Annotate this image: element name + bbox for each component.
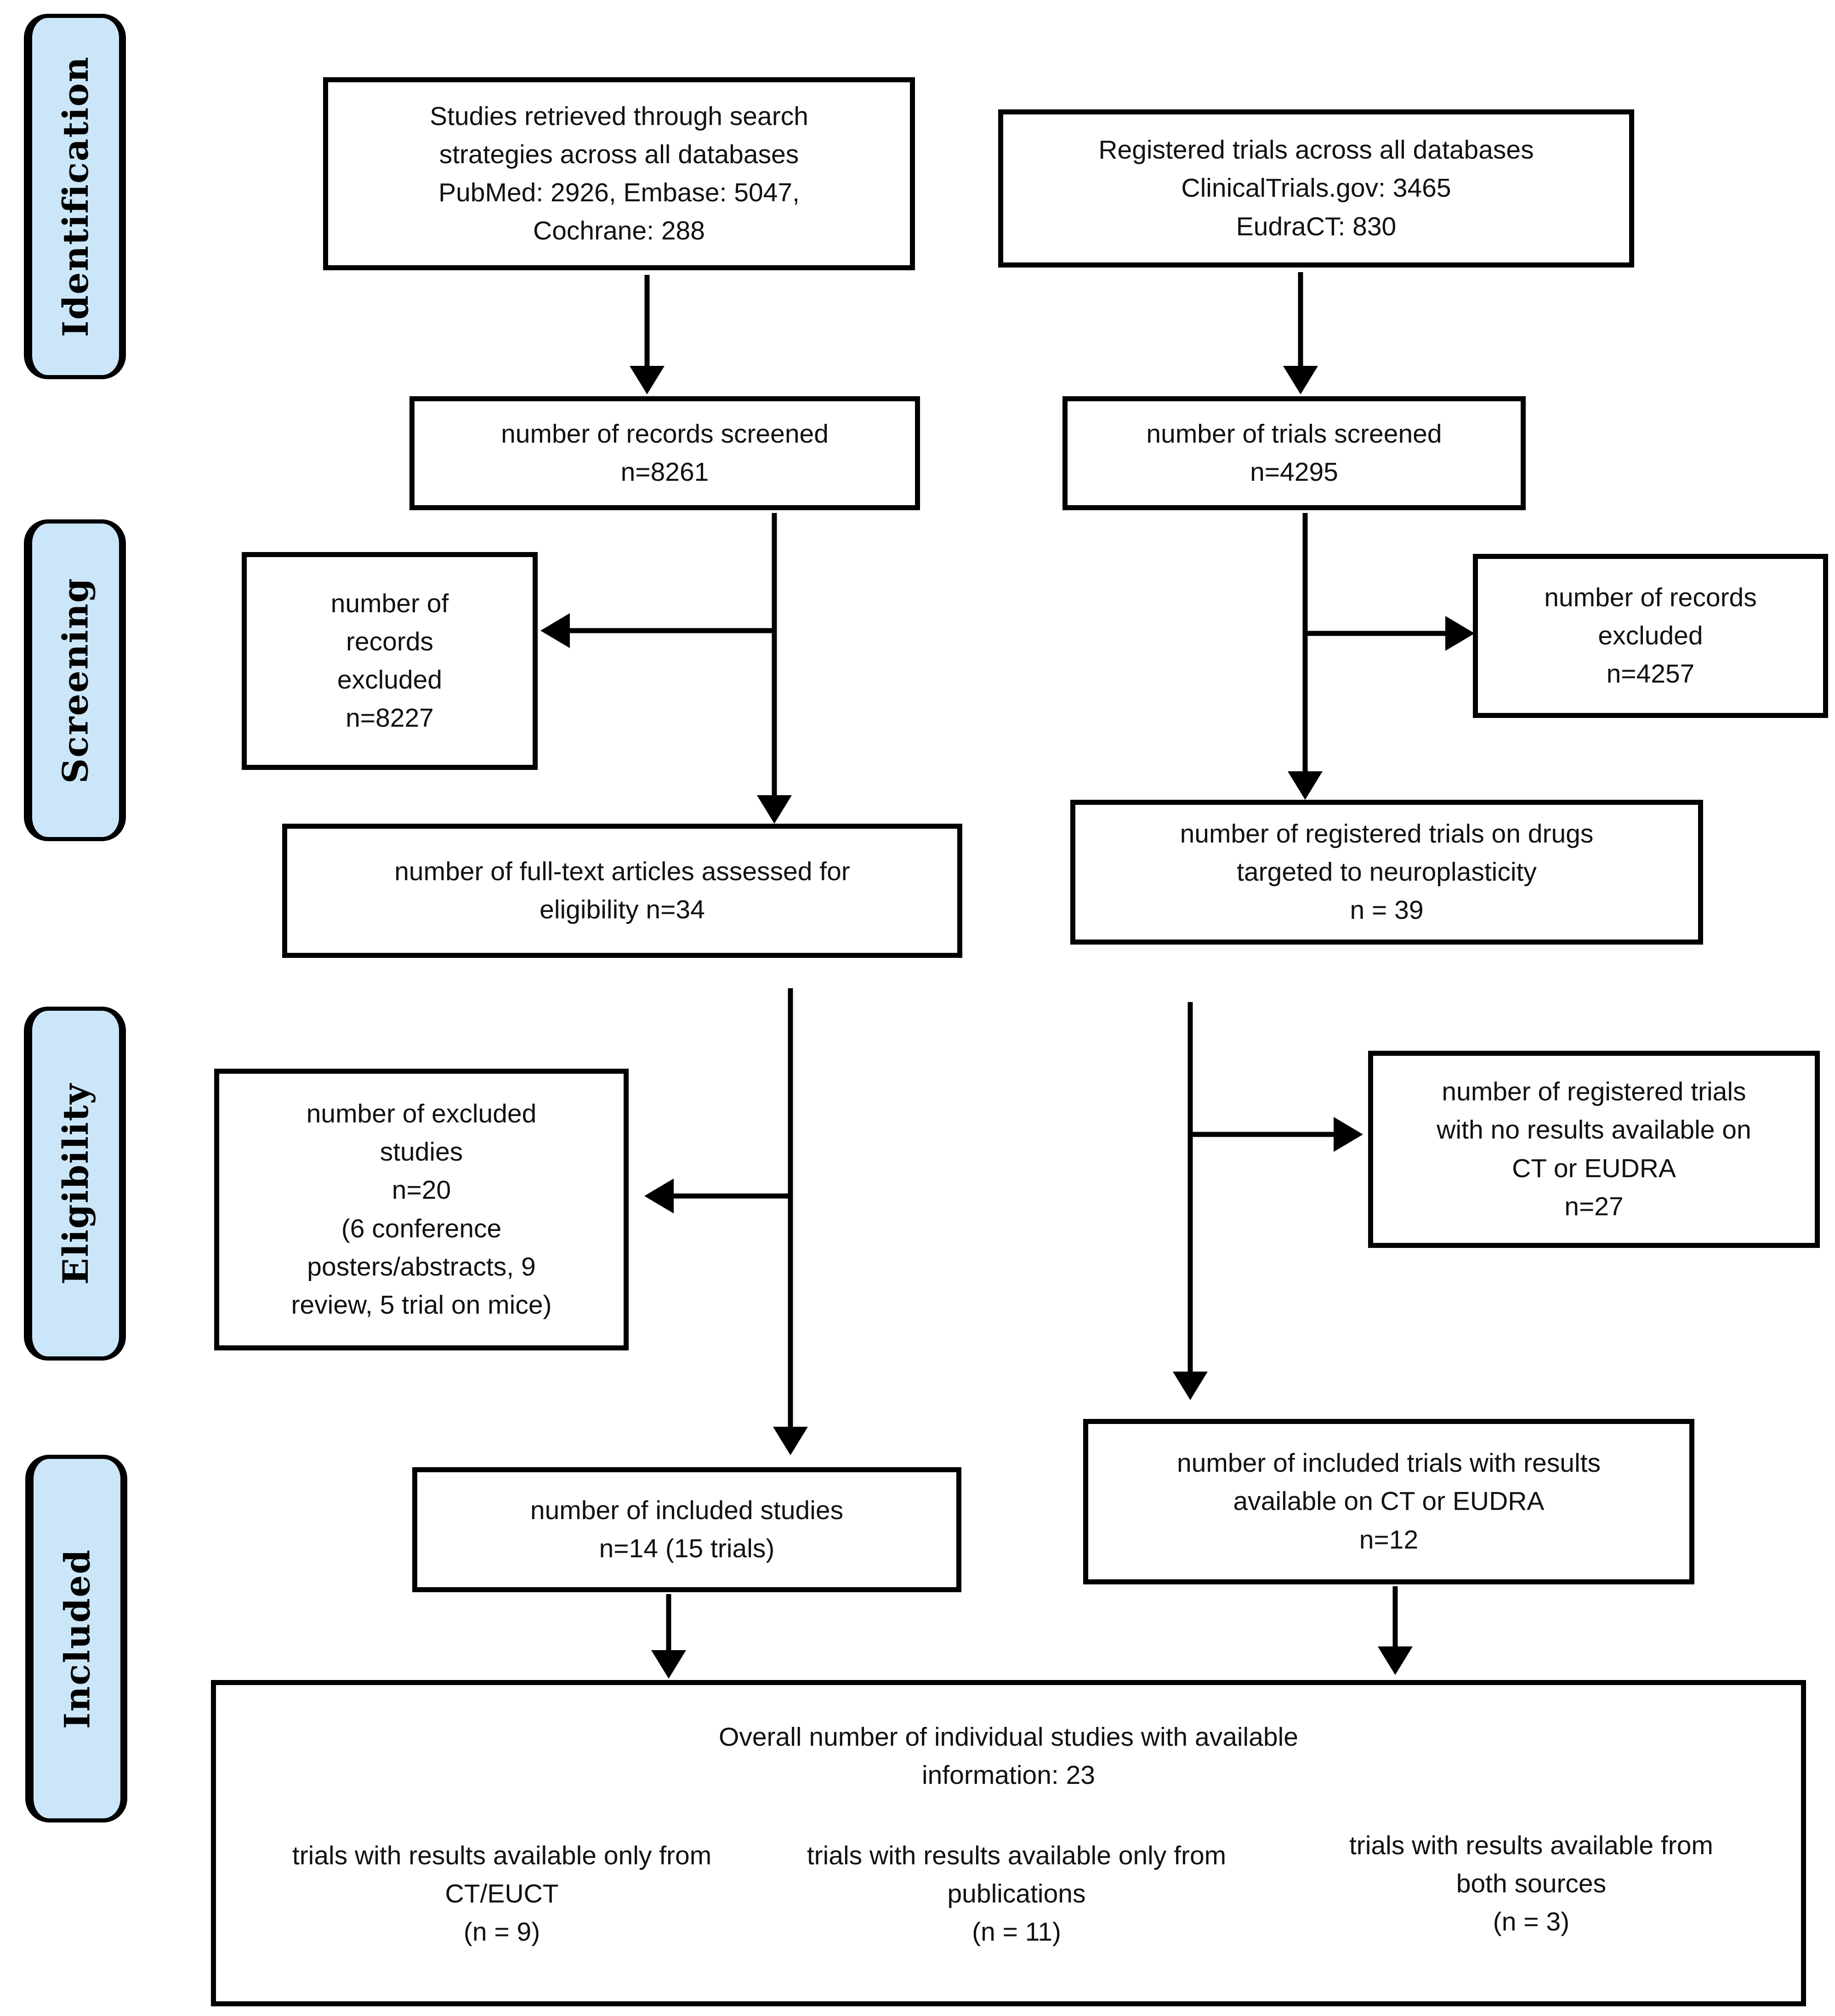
box-excluded-studies: number of excluded studies n=20 (6 confe… (214, 1069, 629, 1350)
box-included-studies-text: number of included studies n=14 (15 tria… (530, 1495, 844, 1563)
box-no-results-available: number of registered trials with no resu… (1368, 1051, 1820, 1248)
arrow-records-screened-to-fulltext (757, 513, 792, 824)
arrow-registered-to-trials-screened (1283, 272, 1318, 394)
arrow-branch-to-excluded-studies (644, 1179, 790, 1213)
box-trials-screened-text: number of trials screened n=4295 (1146, 419, 1442, 487)
box-neuroplasticity-trials-text: number of registered trials on drugs tar… (1180, 819, 1594, 925)
arrow-branch-to-records-excluded-publications (540, 613, 774, 648)
stage-identification: Identification (24, 14, 126, 379)
arrow-branch-to-records-excluded-registries (1305, 616, 1475, 651)
overall-summary-title: Overall number of individual studies wit… (719, 1722, 1298, 1790)
arrow-branch-to-no-results (1190, 1117, 1363, 1152)
arrow-trials-screened-to-neuro-trials (1288, 513, 1323, 800)
box-fulltext-assessed-text: number of full-text articles assessed fo… (394, 856, 850, 924)
box-excluded-studies-text: number of excluded studies n=20 (6 confe… (291, 1099, 552, 1320)
stage-screening-label: Screening (55, 577, 96, 784)
box-registered-trials: Registered trials across all databases C… (998, 109, 1634, 268)
box-included-trials: number of included trials with results a… (1083, 1419, 1694, 1584)
box-registered-trials-text: Registered trials across all databases C… (1098, 135, 1534, 241)
box-overall-summary: Overall number of individual studies wit… (211, 1680, 1806, 2006)
box-records-excluded-registries-text: number of records excluded n=4257 (1544, 582, 1757, 689)
box-records-excluded-publications: number of records excluded n=8227 (242, 552, 538, 770)
box-included-trials-text: number of included trials with results a… (1177, 1448, 1601, 1555)
stage-screening: Screening (24, 519, 126, 841)
box-fulltext-assessed: number of full-text articles assessed fo… (282, 824, 962, 958)
box-studies-retrieved: Studies retrieved through search strateg… (323, 77, 915, 270)
box-records-excluded-registries: number of records excluded n=4257 (1473, 554, 1828, 718)
box-records-excluded-publications-text: number of records excluded n=8227 (330, 588, 449, 733)
overall-col-ct-euct: trials with results available only from … (292, 1841, 712, 1947)
box-records-screened: number of records screened n=8261 (409, 396, 920, 510)
overall-summary-columns: trials with results available only from … (260, 1831, 1773, 1952)
stage-included-label: Included (57, 1549, 97, 1729)
arrow-retrieved-to-records-screened (630, 275, 665, 394)
box-records-screened-text: number of records screened n=8261 (501, 419, 829, 487)
box-neuroplasticity-trials: number of registered trials on drugs tar… (1070, 800, 1703, 945)
arrow-fulltext-to-included-studies (773, 988, 808, 1455)
arrow-included-trials-to-overall (1378, 1586, 1413, 1675)
stage-identification-label: Identification (55, 56, 97, 337)
box-studies-retrieved-text: Studies retrieved through search strateg… (430, 101, 808, 246)
arrow-included-studies-to-overall (651, 1594, 686, 1679)
arrow-neuro-trials-to-included-trials (1173, 1002, 1208, 1400)
box-no-results-available-text: number of registered trials with no resu… (1437, 1077, 1751, 1221)
box-trials-screened: number of trials screened n=4295 (1062, 396, 1526, 510)
box-included-studies: number of included studies n=14 (15 tria… (412, 1467, 961, 1592)
overall-col-both-sources: trials with results available from both … (1349, 1831, 1713, 1937)
overall-col-publications: trials with results available only from … (807, 1841, 1227, 1947)
stage-eligibility: Eligibility (24, 1007, 126, 1361)
stage-included: Included (25, 1455, 127, 1822)
stage-eligibility-label: Eligibility (55, 1082, 97, 1285)
